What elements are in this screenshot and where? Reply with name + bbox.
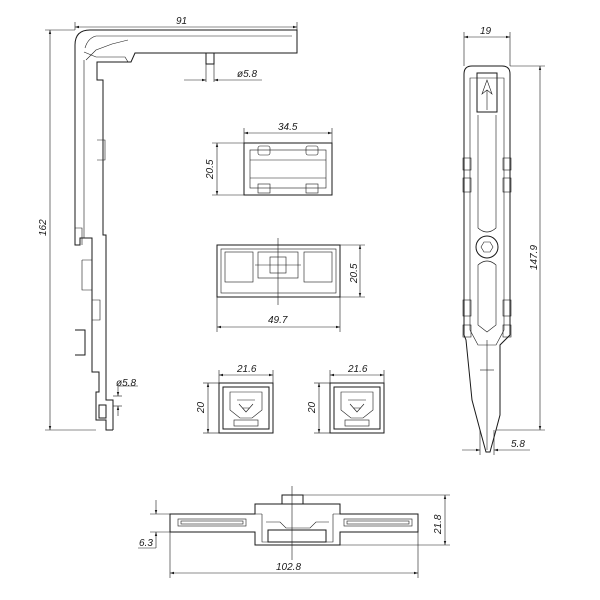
dim-clip-right-height: 20 <box>307 382 330 434</box>
dim-label-102-8: 102.8 <box>276 562 301 573</box>
clip-right-view <box>329 382 385 434</box>
dim-clip-right-width: 21.6 <box>329 364 385 383</box>
dim-label-20-5-a: 20.5 <box>205 159 216 180</box>
dim-label-34-5: 34.5 <box>278 122 298 133</box>
dim-label-49-7: 49.7 <box>268 315 288 326</box>
dim-label-147-9: 147.9 <box>529 245 540 270</box>
dim-bottom-length: 102.8 <box>169 532 419 578</box>
dim-label-6-3: 6.3 <box>139 538 153 549</box>
dim-label-20-5-b: 20.5 <box>349 263 360 284</box>
plate-view <box>216 238 341 305</box>
dim-bottom-offset: 6.3 <box>138 500 170 549</box>
dim-top-width: 91 <box>74 16 298 30</box>
dim-block-width: 34.5 <box>243 122 333 143</box>
dim-side-height: 147.9 <box>496 65 545 431</box>
dim-label-pin-bottom: ø5.8 <box>116 378 136 389</box>
bottom-view <box>169 486 419 560</box>
dim-block-height: 20.5 <box>205 142 244 196</box>
dim-clip-left-width: 21.6 <box>218 364 274 383</box>
dim-clip-left-height: 20 <box>196 382 219 434</box>
dim-total-height: 162 <box>38 29 96 431</box>
dim-label-91: 91 <box>176 16 187 27</box>
dim-label-pin-top: ø5.8 <box>237 69 257 80</box>
block-view <box>243 142 333 196</box>
dim-label-21-6-a: 21.6 <box>236 364 257 375</box>
dim-top-pin: ø5.8 <box>184 64 262 82</box>
side-view <box>462 65 512 453</box>
dim-plate-height: 20.5 <box>340 244 365 298</box>
dim-side-width: 19 <box>463 26 511 66</box>
l-profile-view <box>74 29 298 431</box>
dim-bottom-pin: ø5.8 <box>113 378 138 416</box>
dim-label-5-8: 5.8 <box>511 439 525 450</box>
dim-label-21-6-b: 21.6 <box>347 364 368 375</box>
dim-plate-width: 49.7 <box>216 297 341 332</box>
dim-side-foot: 5.8 <box>462 430 530 455</box>
dim-label-21-8: 21.8 <box>433 514 444 535</box>
dim-label-20-b: 20 <box>307 401 318 414</box>
clip-left-view <box>218 382 274 434</box>
dim-label-162: 162 <box>38 219 49 236</box>
dim-bottom-height: 21.8 <box>303 494 450 546</box>
dim-label-19: 19 <box>480 26 492 37</box>
dim-label-20-a: 20 <box>196 401 207 414</box>
